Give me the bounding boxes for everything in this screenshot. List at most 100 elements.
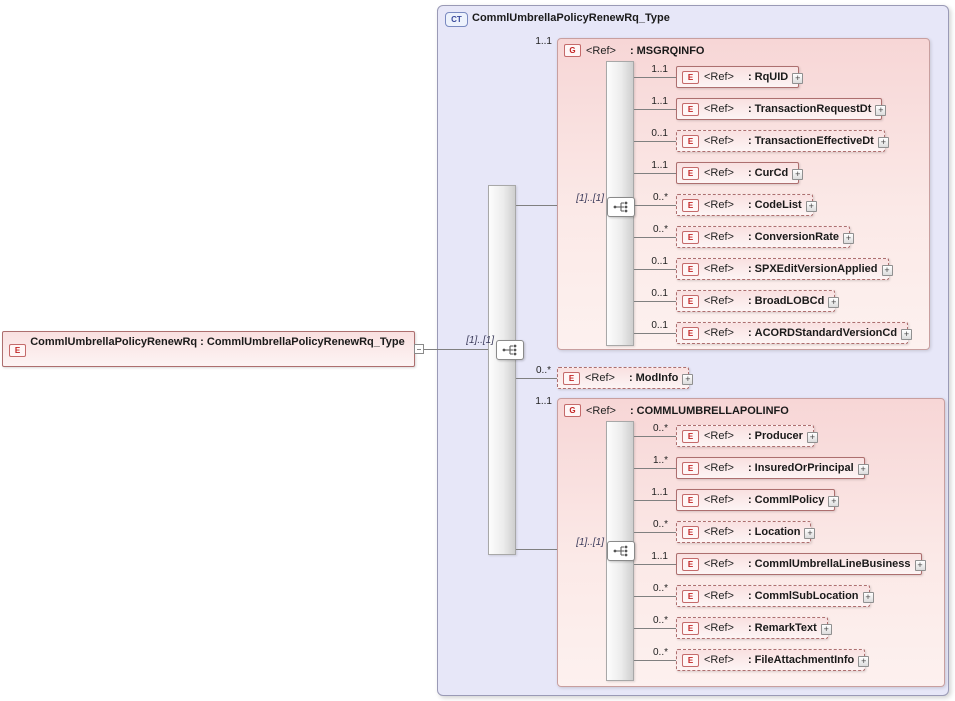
occurrence-label: [1]..[1] <box>576 193 604 204</box>
cardinality-label: 1..1 <box>651 160 668 171</box>
expand-icon[interactable]: + <box>862 592 874 603</box>
element-row[interactable]: E<Ref>:ACORDStandardVersionCd+ <box>676 322 913 344</box>
expand-icon[interactable]: + <box>792 73 804 84</box>
complex-type-icon: CT <box>445 12 468 27</box>
root-element-name: CommlUmbrellaPolicyRenewRq <box>30 336 198 348</box>
ref-label: <Ref> <box>704 526 734 538</box>
ref-label: <Ref> <box>704 558 734 570</box>
expand-icon[interactable]: + <box>857 464 869 475</box>
expand-icon[interactable]: + <box>901 329 913 340</box>
element-name: BroadLOBCd <box>754 295 825 307</box>
element-name: InsuredOrPrincipal <box>754 462 854 474</box>
element-badge-icon: E <box>563 371 580 385</box>
expand-icon[interactable]: + <box>806 432 818 443</box>
element-row[interactable]: E <Ref>:CommlPolicy+ <box>676 489 840 511</box>
element-row[interactable]: E<Ref>:RqUID+ <box>676 66 804 88</box>
element-row[interactable]: E<Ref>:CommlSubLocation+ <box>676 585 874 607</box>
colon: : <box>747 622 752 634</box>
cardinality-label: 1..1 <box>651 487 668 498</box>
element-row[interactable]: E<Ref>:CodeList+ <box>676 194 817 216</box>
element-row[interactable]: E<Ref>:CommlUmbrellaLineBusiness+ <box>676 553 926 575</box>
connector-line <box>634 205 676 206</box>
element-badge-icon: E <box>682 461 699 475</box>
element-badge-icon: E <box>682 557 699 571</box>
colon: : <box>747 494 752 506</box>
cardinality-label: 0..* <box>652 192 668 203</box>
connector-line <box>634 141 676 142</box>
colon: : <box>747 263 752 275</box>
element-badge-icon: E <box>682 294 699 308</box>
element-row[interactable]: E<Ref>:Location+ <box>676 521 816 543</box>
colon: : <box>747 462 752 474</box>
colon: : <box>747 430 752 442</box>
colon: : <box>747 526 752 538</box>
sequence-compositor-icon[interactable] <box>607 541 635 561</box>
element-name: ConversionRate <box>754 231 839 243</box>
element-row[interactable]: E<Ref>:SPXEditVersionApplied+ <box>676 258 893 280</box>
expand-icon[interactable]: + <box>820 624 832 635</box>
expand-icon[interactable]: + <box>877 137 889 148</box>
sequence-compositor-icon[interactable] <box>496 340 524 360</box>
ref-label: <Ref> <box>704 494 734 506</box>
colon: : <box>629 44 634 57</box>
element-row[interactable]: E<Ref>:InsuredOrPrincipal+ <box>676 457 869 479</box>
element-badge-icon: E <box>682 198 699 212</box>
expand-icon[interactable]: + <box>881 265 893 276</box>
group-box-commlumbrellapolinfo: G <Ref> : COMMLUMBRELLAPOLINFO [1]..[1] … <box>557 398 945 687</box>
expand-icon[interactable]: + <box>804 528 816 539</box>
element-row[interactable]: E <Ref> : ModInfo + <box>557 367 694 389</box>
element-row[interactable]: E<Ref>:ConversionRate+ <box>676 226 854 248</box>
element-row[interactable]: E<Ref>:RemarkText+ <box>676 617 832 639</box>
element-row[interactable]: E<Ref>:TransactionEffectiveDt+ <box>676 130 889 152</box>
element-name: ModInfo <box>635 372 679 384</box>
ref-label: <Ref> <box>704 622 734 634</box>
expand-icon[interactable]: + <box>805 201 817 212</box>
expand-icon[interactable]: + <box>682 374 694 385</box>
sequence-compositor-icon[interactable] <box>607 197 635 217</box>
connector-line <box>634 660 676 661</box>
group-badge-icon: G <box>564 404 581 417</box>
expand-icon[interactable]: + <box>828 496 840 507</box>
cardinality-label: 0..1 <box>651 256 668 267</box>
cardinality-label: 0..1 <box>651 320 668 331</box>
element-name: CommlSubLocation <box>754 590 859 602</box>
expand-icon[interactable]: + <box>914 560 926 571</box>
element-name: ACORDStandardVersionCd <box>754 327 898 339</box>
root-element-box[interactable]: E CommlUmbrellaPolicyRenewRq : CommlUmbr… <box>2 331 415 367</box>
element-row[interactable]: E<Ref>:CurCd+ <box>676 162 804 184</box>
group-header[interactable]: G <Ref> : COMMLUMBRELLAPOLINFO <box>564 404 789 417</box>
element-name: CommlPolicy <box>754 494 825 506</box>
element-row[interactable]: E<Ref>:FileAttachmentInfo+ <box>676 649 870 671</box>
ref-label: <Ref> <box>704 590 734 602</box>
root-element-separator: : <box>197 336 207 348</box>
expand-icon[interactable]: + <box>792 169 804 180</box>
element-row[interactable]: E<Ref>:Producer+ <box>676 425 818 447</box>
connector-line <box>516 378 557 379</box>
cardinality-label: 1..1 <box>651 96 668 107</box>
element-badge-icon: E <box>682 621 699 635</box>
group-header[interactable]: G <Ref> : MSGRQINFO <box>564 44 704 57</box>
expand-icon[interactable]: + <box>828 297 840 308</box>
expand-icon[interactable]: + <box>858 656 870 667</box>
element-name: CodeList <box>754 199 802 211</box>
cardinality-label: 1..* <box>652 455 668 466</box>
connector-line <box>634 532 676 533</box>
colon: : <box>747 558 752 570</box>
ref-label: <Ref> <box>586 404 616 417</box>
element-badge-icon: E <box>682 493 699 507</box>
connector-handle[interactable] <box>414 344 424 354</box>
cardinality-label: 0..1 <box>651 128 668 139</box>
expand-icon[interactable]: + <box>875 105 887 116</box>
element-name: FileAttachmentInfo <box>754 654 855 666</box>
element-name: CurCd <box>754 167 789 179</box>
group-name: MSGRQINFO <box>636 44 705 57</box>
connector-line <box>634 596 676 597</box>
element-row[interactable]: E<Ref>:TransactionRequestDt+ <box>676 98 887 120</box>
element-row[interactable]: E<Ref>:BroadLOBCd+ <box>676 290 840 312</box>
occurrence-label: [1]..[1] <box>466 335 494 346</box>
occurrence-label: [1]..[1] <box>576 537 604 548</box>
expand-icon[interactable]: + <box>843 233 854 244</box>
colon: : <box>747 654 752 666</box>
group-badge-icon: G <box>564 44 581 57</box>
